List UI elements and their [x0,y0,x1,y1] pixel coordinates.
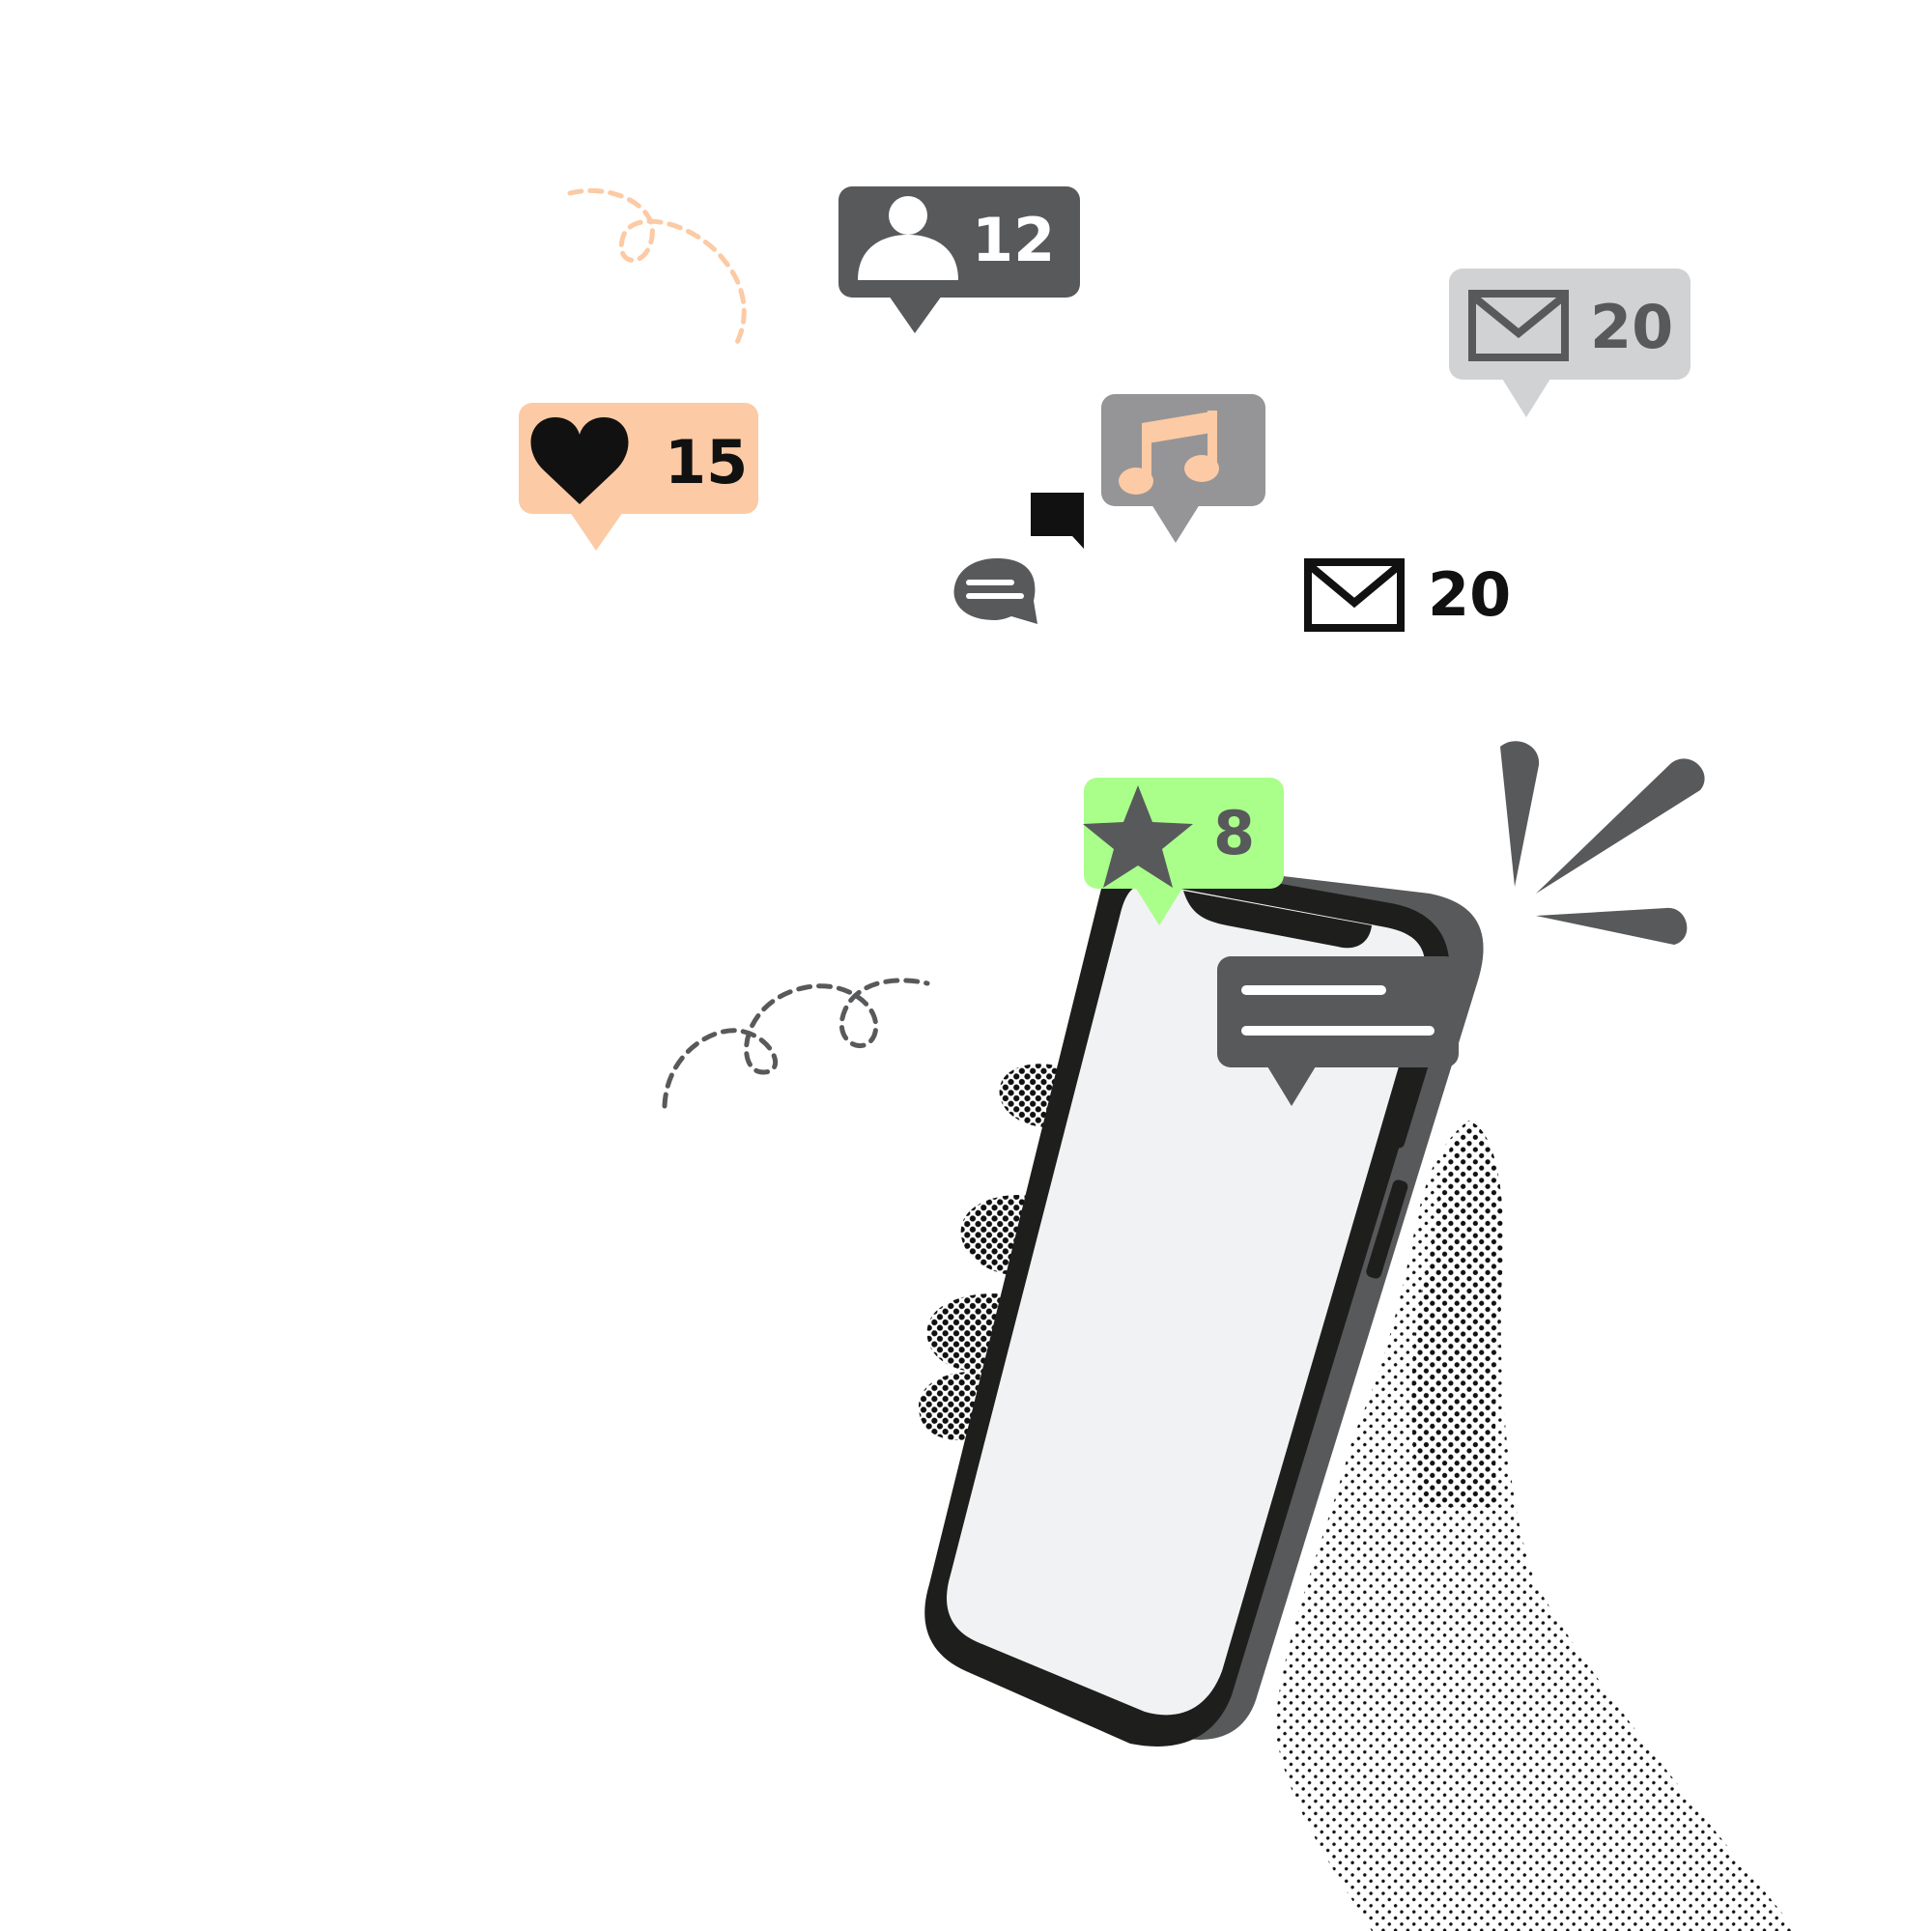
favorites-notification: 8 [1083,778,1284,925]
likes-notification: 15 [519,403,758,551]
dashed-loop-decoration-orange [567,187,747,351]
burst-lines-decoration [1500,741,1705,945]
smartphone [924,859,1484,1746]
chat-bubble-icon [953,558,1037,624]
mail-count-plain: 20 [1428,559,1511,630]
dashed-loop-decoration-gray [662,978,930,1109]
speech-square-icon [1031,493,1084,549]
user-icon [858,196,958,280]
followers-count: 12 [972,205,1055,275]
message-preview-notification [1217,956,1459,1106]
heart-icon [530,417,629,504]
favorites-count: 8 [1213,798,1255,868]
music-note-icon [1119,411,1219,495]
phone-screen [947,883,1426,1716]
mail-notification: 20 [1449,269,1690,417]
likes-count: 15 [665,427,748,497]
star-icon [1083,785,1193,888]
music-notification [1101,394,1265,543]
hand-halftone [918,1064,1797,1931]
phone-notch [1183,891,1372,949]
envelope-icon [1468,290,1569,361]
followers-notification: 12 [838,186,1080,333]
mail-count: 20 [1590,292,1673,362]
envelope-icon [1304,558,1405,632]
message-lines-icon [1241,985,1435,1036]
mail-counter-plain: 20 [1304,558,1511,632]
